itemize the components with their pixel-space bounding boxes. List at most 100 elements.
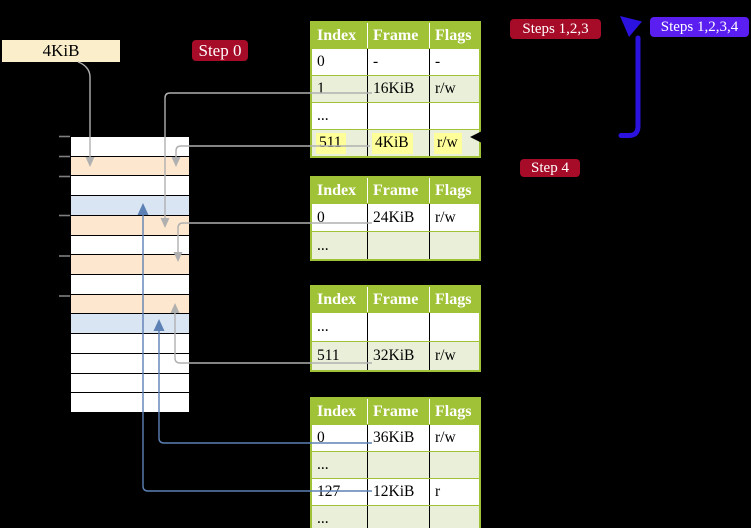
memory-frame-row-3: [71, 195, 189, 215]
cell-frame: [368, 313, 430, 341]
cell-text: ...: [317, 107, 329, 124]
table-row: ...: [312, 451, 479, 478]
cell-flags: [430, 313, 479, 341]
cell-text: r: [435, 483, 441, 500]
cell-text: r/w: [435, 80, 456, 97]
cell-flags: r/w: [430, 76, 479, 102]
cell-text: 0: [317, 429, 325, 446]
cell-index: 0: [312, 425, 368, 451]
memory-frame-row-7: [71, 274, 189, 294]
badge-steps-1-2-3-4: Steps 1,2,3,4: [650, 17, 749, 37]
table-row: 0 24KiB r/w: [312, 203, 479, 231]
memory-frame-row-10: [71, 333, 189, 353]
cell-flags: [430, 103, 479, 129]
cell-text: r/w: [435, 429, 456, 446]
column-header: Flags: [435, 181, 472, 199]
column-header: Flags: [435, 402, 472, 420]
cell-index: 0: [312, 49, 368, 75]
cell-index: 511: [312, 130, 368, 156]
column-header: Frame: [368, 23, 430, 48]
cell-flags: -: [430, 49, 479, 75]
cell-flags: r: [430, 479, 479, 505]
table-row: 0 - -: [312, 48, 479, 75]
cell-frame: [368, 452, 430, 478]
cell-frame: 4KiB: [368, 130, 430, 156]
cell-text: ...: [317, 236, 329, 254]
cell-frame: [368, 103, 430, 129]
column-header: Frame: [368, 178, 430, 203]
cell-text: 511: [317, 347, 340, 364]
cell-text: 1: [317, 80, 325, 97]
cell-index: 0: [312, 204, 368, 231]
memory-frame-row-6: [71, 254, 189, 275]
table-row: ...: [312, 102, 479, 129]
cell-flags: r/w: [430, 342, 479, 370]
cell-frame: 32KiB: [368, 342, 430, 370]
cell-text: 511: [316, 132, 346, 154]
cell-text: -: [373, 53, 379, 70]
frame-size-box: 4KiB: [2, 40, 120, 62]
cell-text: 32KiB: [373, 347, 415, 364]
cell-text: ...: [317, 318, 329, 335]
memory-tick-marks: [59, 135, 70, 297]
memory-frame-row-13: [71, 392, 189, 413]
cell-index: ...: [312, 103, 368, 129]
cell-frame: 12KiB: [368, 479, 430, 505]
memory-frame-row-12: [71, 372, 189, 393]
cell-text: 12KiB: [373, 483, 415, 500]
cell-text: r/w: [435, 347, 456, 364]
memory-frame-row-11: [71, 352, 189, 373]
table-row: ...: [312, 231, 479, 259]
column-header: Flags: [435, 26, 472, 44]
cell-flags: [430, 232, 479, 259]
cell-frame: [368, 506, 430, 528]
memory-frame-row-4: [71, 214, 189, 235]
table-row: ...: [312, 505, 479, 528]
column-header: Index: [312, 178, 368, 203]
cell-frame: -: [368, 49, 430, 75]
cell-index: ...: [312, 232, 368, 259]
cell-index: ...: [312, 313, 368, 341]
cell-index: 127: [312, 479, 368, 505]
cell-frame: 24KiB: [368, 204, 430, 231]
table-row: 511 32KiB r/w: [312, 341, 479, 370]
memory-frame-row-2: [71, 175, 189, 196]
frame-size-label: 4KiB: [42, 41, 80, 60]
cell-index: 511: [312, 342, 368, 370]
cell-text: r/w: [434, 132, 462, 154]
memory-frame-row-9: [71, 313, 189, 334]
column-header: Index: [312, 287, 368, 312]
cell-text: 127: [317, 483, 341, 500]
cell-text: ...: [317, 456, 329, 473]
cell-index: 1: [312, 76, 368, 102]
cell-text: 24KiB: [373, 208, 415, 226]
cell-text: 0: [317, 53, 325, 70]
cell-text: 16KiB: [373, 80, 415, 97]
column-header: Index: [312, 399, 368, 424]
cell-text: ...: [317, 510, 329, 527]
cell-index: ...: [312, 506, 368, 528]
cell-text: 0: [317, 208, 325, 226]
memory-frame-row-8: [71, 293, 189, 314]
cell-flags: [430, 452, 479, 478]
table-row: 1 16KiB r/w: [312, 75, 479, 102]
badge-step-0: Step 0: [192, 40, 248, 61]
cell-text: 4KiB: [372, 132, 413, 154]
cell-flags: r/w: [430, 425, 479, 451]
cell-frame: 36KiB: [368, 425, 430, 451]
column-header: Index: [312, 23, 368, 48]
cell-text: -: [435, 53, 441, 70]
cell-flags: r/w: [430, 204, 479, 231]
table-row: 511 4KiB r/w: [312, 129, 479, 156]
cell-flags: [430, 506, 479, 528]
cell-text: r/w: [435, 208, 456, 226]
memory-frame-row-0: [71, 137, 189, 156]
column-header: Frame: [368, 399, 430, 424]
badge-step-4: Step 4: [520, 159, 580, 177]
